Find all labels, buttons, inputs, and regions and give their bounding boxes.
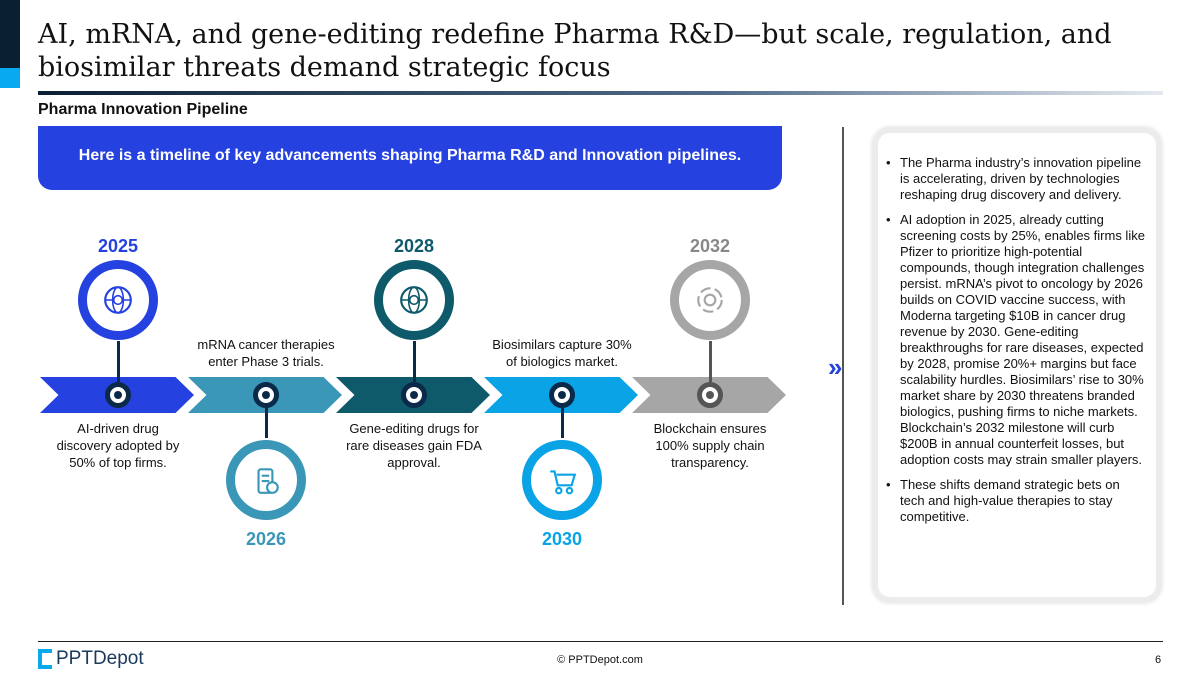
- milestone-icon-circle: [522, 440, 602, 520]
- summary-bullet: These shifts demand strategic bets on te…: [886, 477, 1146, 525]
- milestone-year: 2025: [97, 236, 139, 256]
- accent-bar-light: [0, 68, 20, 88]
- timeline-marker: [549, 382, 575, 408]
- timeline-marker: [253, 382, 279, 408]
- milestone-year: 2028: [393, 236, 435, 256]
- timeline-marker: [105, 382, 131, 408]
- globe-network-icon: [104, 286, 132, 314]
- milestone-description: Blockchain ensures 100% supply chain tra…: [653, 421, 767, 470]
- connector-line: [413, 341, 416, 382]
- milestone-icon-circle: [226, 440, 306, 520]
- footer-divider: [38, 641, 1163, 642]
- milestone-icon-circle: [78, 260, 158, 340]
- connector-line: [561, 408, 564, 438]
- title-divider: [38, 91, 1163, 95]
- summary-card: The Pharma industry’s innovation pipelin…: [872, 127, 1162, 603]
- vertical-divider: [842, 127, 844, 605]
- timeline-marker: [401, 382, 427, 408]
- milestone-year: 2030: [541, 529, 583, 549]
- logo-icon: [38, 649, 52, 669]
- milestone-description: Biosimilars capture 30% of biologics mar…: [492, 337, 632, 369]
- summary-bullet: AI adoption in 2025, already cutting scr…: [886, 212, 1146, 468]
- milestone-description: mRNA cancer therapies enter Phase 3 tria…: [197, 337, 335, 369]
- section-subtitle: Pharma Innovation Pipeline: [38, 101, 248, 118]
- milestone-description: Gene-editing drugs for rare diseases gai…: [346, 421, 482, 470]
- timeline-marker: [697, 382, 723, 408]
- milestone-year: 2026: [245, 529, 287, 549]
- globe-network-icon: [400, 286, 428, 314]
- connector-line: [709, 341, 712, 382]
- accent-bar: [0, 0, 20, 68]
- milestone-description: AI-driven drug discovery adopted by 50% …: [56, 421, 180, 470]
- chevron-right-icon: »: [828, 352, 843, 382]
- footer-logo: PPTDepot: [38, 648, 144, 670]
- milestone-icon-circle: [670, 260, 750, 340]
- battery-pill-icon: [257, 468, 279, 494]
- gear-cycle-icon: [697, 287, 723, 313]
- copyright: © PPTDepot.com: [557, 654, 643, 666]
- page-title: AI, mRNA, and gene-editing redefine Phar…: [38, 19, 1112, 83]
- milestone-icon-circle: [374, 260, 454, 340]
- milestone-year: 2032: [689, 236, 731, 256]
- intro-banner: Here is a timeline of key advancements s…: [38, 126, 782, 190]
- page-number: 6: [1155, 654, 1162, 666]
- connector-line: [117, 341, 120, 382]
- summary-bullet: The Pharma industry’s innovation pipelin…: [886, 155, 1146, 203]
- connector-line: [265, 408, 268, 438]
- logo-text: PPTDepot: [56, 648, 144, 669]
- cart-icon: [550, 470, 577, 495]
